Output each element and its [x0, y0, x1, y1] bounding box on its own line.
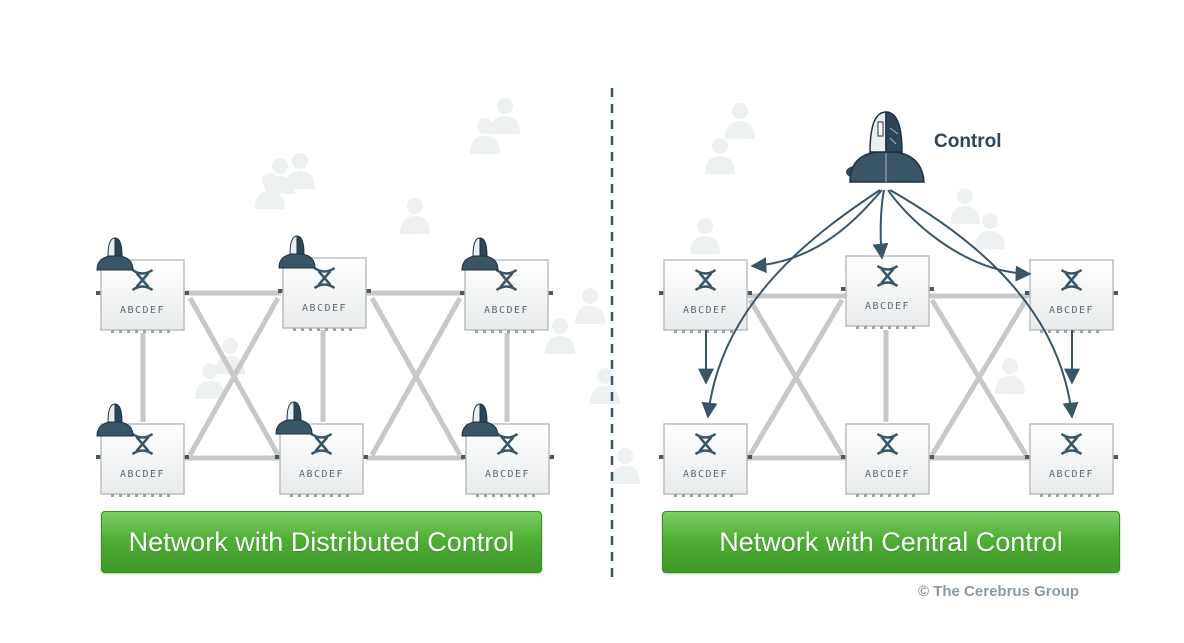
switch-label: ABCDEF — [683, 305, 728, 316]
right-switch-6: ABCDEF — [1025, 423, 1118, 497]
control-arrow-top-right — [887, 189, 1032, 282]
control-arrow-bottom-left — [701, 189, 881, 419]
control-arrow-bottom-right — [889, 189, 1079, 419]
control-label: Control — [934, 131, 1002, 152]
left-network-links — [140, 290, 510, 461]
switch-label: ABCDEF — [299, 469, 344, 480]
switch-icon — [876, 264, 899, 288]
copyright-notice: © The Cerebrus Group — [918, 583, 1080, 600]
switch-label: ABCDEF — [1049, 469, 1094, 480]
switch-label: ABCDEF — [120, 469, 165, 480]
left-switch-3: ABCDEF — [460, 259, 553, 333]
switch-icon — [313, 266, 336, 290]
switch-icon — [694, 268, 717, 292]
central-controller-person-icon — [846, 111, 925, 183]
switch-label: ABCDEF — [302, 303, 347, 314]
left-switch-2: ABCDEF — [278, 257, 371, 331]
switch-label: ABCDEF — [683, 469, 728, 480]
controller-person-icon — [461, 237, 499, 271]
central-control-arrows — [698, 189, 1080, 419]
controller-person-icon — [96, 237, 134, 271]
right-switch-2: ABCDEF — [841, 255, 934, 329]
right-switch-1: ABCDEF — [659, 259, 752, 333]
switch-icon — [876, 432, 899, 456]
switch-icon — [310, 432, 333, 456]
right-switch-5: ABCDEF — [841, 423, 934, 497]
controller-person-icon — [96, 403, 134, 437]
control-arrow-top-middle — [872, 189, 889, 260]
switch-label: ABCDEF — [865, 469, 910, 480]
right-switch-3: ABCDEF — [1025, 259, 1118, 333]
switch-label: ABCDEF — [484, 305, 529, 316]
right-network-links — [745, 293, 1031, 461]
left-controllers — [96, 235, 499, 437]
distributed-control-banner: Network with Distributed Control — [101, 511, 542, 573]
switch-label: ABCDEF — [120, 305, 165, 316]
controller-person-icon — [461, 403, 499, 437]
switch-label: ABCDEF — [485, 469, 530, 480]
central-control-banner: Network with Central Control — [662, 511, 1120, 573]
control-arrow-top-left — [750, 189, 883, 274]
left-switch-1: ABCDEF — [96, 259, 189, 333]
switch-icon — [495, 268, 518, 292]
switch-label: ABCDEF — [1049, 305, 1094, 316]
switch-layer: ABCDEF ABCDEF ABCDEF ABCDEF ABCDEF ABCDEF ABCD… — [96, 255, 1118, 497]
switch-icon — [496, 432, 519, 456]
switch-icon — [694, 432, 717, 456]
switch-icon — [131, 268, 154, 292]
left-switch-5: ABCDEF — [275, 423, 368, 497]
controller-person-icon — [275, 401, 313, 435]
switch-icon — [131, 432, 154, 456]
controller-person-icon — [278, 235, 316, 269]
switch-label: ABCDEF — [865, 301, 910, 312]
switch-icon — [1060, 268, 1083, 292]
switch-icon — [1060, 432, 1083, 456]
right-switch-4: ABCDEF — [659, 423, 752, 497]
